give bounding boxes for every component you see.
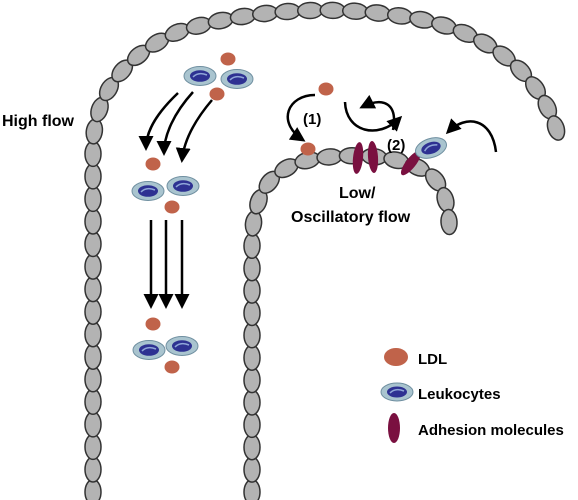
curved-arrow-3 <box>175 99 213 163</box>
legend-adhesion-swatch <box>388 413 400 443</box>
endothelial-cell <box>84 163 102 190</box>
step-1-label: (1) <box>303 111 321 128</box>
endothelial-cell <box>84 343 102 370</box>
endothelial-cell <box>251 4 279 23</box>
leukocyte <box>166 176 200 196</box>
endothelial-cell <box>84 298 102 325</box>
leukocyte <box>132 340 166 360</box>
endothelial-cell <box>84 366 102 393</box>
endothelial-cell <box>84 433 102 461</box>
endothelial-cell <box>84 320 102 348</box>
endothelial-cell <box>243 299 261 327</box>
endothelial-cell <box>84 456 102 483</box>
step-2-label: (2) <box>387 137 405 154</box>
endothelial-cell <box>84 230 102 258</box>
leukocyte <box>165 336 199 356</box>
endothelial-cell <box>84 275 102 303</box>
endothelial-cell <box>386 7 414 25</box>
high-flow-label: High flow <box>2 113 75 130</box>
ldl-particle <box>220 52 236 66</box>
endothelial-cell <box>243 232 261 260</box>
curved-arrow-2 <box>156 91 194 156</box>
adhesion-molecules <box>352 141 422 176</box>
endothelial-cell <box>84 411 102 438</box>
ldl-particle <box>164 200 180 214</box>
recirc-arrow-1 <box>286 93 316 142</box>
endothelial-cell <box>364 4 391 22</box>
leukocytes <box>131 66 447 360</box>
legend-leukocyte-swatch <box>380 382 414 402</box>
endothelial-cell <box>440 208 458 236</box>
endothelial-cell <box>84 140 102 168</box>
ldl-particle <box>145 317 161 331</box>
ldl-particle <box>145 157 161 171</box>
low-flow-label-line1: Low/ <box>339 185 376 202</box>
endothelial-cell <box>274 2 301 21</box>
leukocyte <box>131 181 165 201</box>
adhesion-molecule <box>367 141 379 173</box>
curved-arrow-1 <box>138 92 179 151</box>
legend-ldl-swatch <box>384 348 408 366</box>
endothelial-cell <box>243 366 261 394</box>
endothelial-cell <box>546 115 566 141</box>
ldl-particle <box>318 82 334 96</box>
endothelial-cell <box>243 277 261 304</box>
endothelial-cell <box>84 388 102 416</box>
ldl-particle <box>300 142 316 156</box>
high-flow-arrows <box>138 91 213 309</box>
leukocyte <box>415 137 447 159</box>
endothelial-cell <box>207 11 234 30</box>
endothelial-cell <box>185 16 212 35</box>
legend-adhesion-label: Adhesion molecules <box>418 422 564 439</box>
endothelial-cell <box>243 322 261 349</box>
endothelial-cell <box>243 389 261 416</box>
endothelial-cell <box>243 411 261 439</box>
ldl-particles <box>145 52 334 374</box>
recirc-arrow-3 <box>359 94 396 131</box>
legend: LDL Leukocytes Adhesion molecules <box>380 348 564 443</box>
endothelial-cell <box>243 433 261 461</box>
legend-ldl-label: LDL <box>418 351 447 368</box>
endothelial-cell <box>341 2 369 20</box>
leukocyte <box>220 69 254 89</box>
endothelial-cell <box>409 10 436 29</box>
legend-leukocytes-label: Leukocytes <box>418 386 501 403</box>
low-flow-label-line2: Oscillatory flow <box>291 209 411 226</box>
inner-vessel-wall <box>243 147 458 500</box>
endothelial-cell <box>243 254 261 282</box>
leukocyte <box>183 66 217 86</box>
endothelial-cell <box>296 1 324 20</box>
ldl-particle <box>164 360 180 374</box>
endothelial-cell <box>84 253 102 280</box>
outer-vessel-wall <box>84 1 566 500</box>
recirculation-arrows <box>286 93 498 153</box>
endothelial-cell <box>319 1 346 20</box>
endothelial-cell <box>84 185 102 213</box>
adhesion-molecule <box>400 150 422 176</box>
recirc-arrow-2 <box>343 101 403 132</box>
recirc-arrow-4 <box>445 118 498 153</box>
adhesion-molecule <box>352 142 364 174</box>
ldl-particle <box>209 87 225 101</box>
endothelial-cell <box>243 456 261 483</box>
endothelial-cell <box>243 344 261 371</box>
endothelial-cell <box>84 208 102 235</box>
endothelial-cell <box>85 118 104 145</box>
endothelial-cell <box>244 210 263 237</box>
